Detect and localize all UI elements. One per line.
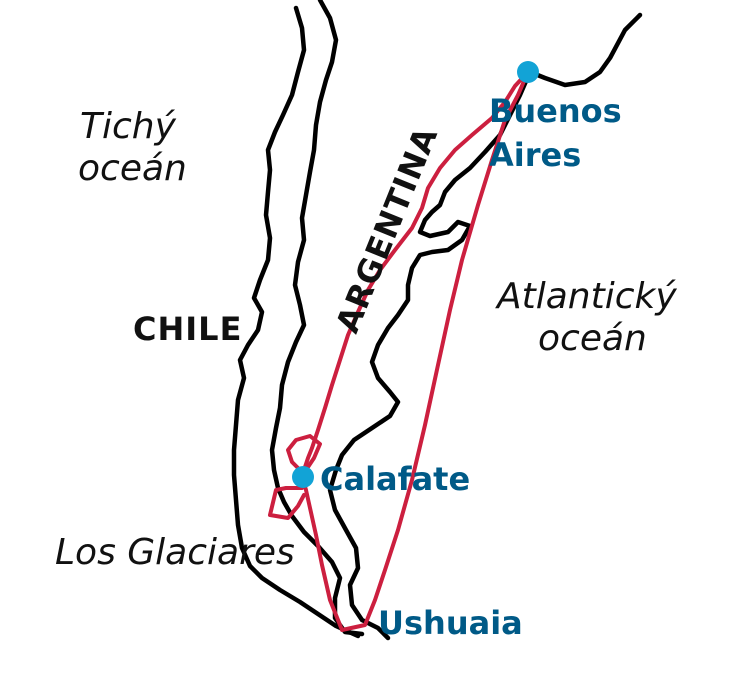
pacific-ocean-label-line1: Tichý [80, 106, 177, 147]
calafate-label[interactable]: Calafate [320, 460, 470, 498]
argentina-label: ARGENTINA [328, 121, 445, 338]
atlantic-ocean-label-line2: oceán [538, 318, 647, 359]
city-markers [292, 61, 539, 488]
calafate-marker[interactable] [292, 466, 314, 488]
ushuaia-label[interactable]: Ushuaia [378, 604, 523, 642]
buenos-aires-marker[interactable] [517, 61, 539, 83]
buenos-aires-label-line2[interactable]: Aires [489, 136, 581, 174]
chile-west-coast [231, 5, 361, 639]
buenos-aires-label-line1[interactable]: Buenos [489, 92, 622, 130]
route-glaciares-loop [268, 434, 322, 520]
los-glaciares-label: Los Glaciares [55, 532, 295, 573]
atlantic-ocean-label-line1: Atlantický [495, 276, 677, 317]
andes-border [269, 0, 365, 637]
chile-label: CHILE [133, 310, 242, 348]
pacific-ocean-label-line2: oceán [78, 148, 187, 189]
